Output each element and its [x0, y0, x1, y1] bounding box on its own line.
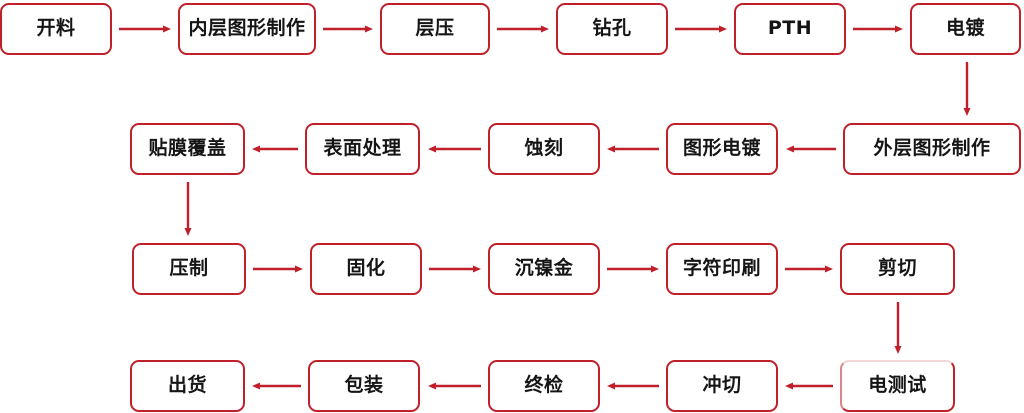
process-node-label: 外层图形制作 — [873, 136, 991, 159]
process-node-label: 图形电镀 — [682, 136, 761, 159]
process-node-n10[interactable]: 图形电镀 — [666, 123, 778, 175]
process-node-n21[interactable]: 电测试 — [840, 360, 955, 412]
process-node-label: 内层图形制作 — [188, 16, 306, 39]
process-node-n3[interactable]: 层压 — [380, 3, 490, 55]
process-node-n14[interactable]: 沉镍金 — [488, 243, 600, 295]
process-node-label: 开料 — [36, 16, 76, 39]
arrow-dianmu-to-waicengtuxingzhizuo — [960, 62, 974, 116]
process-node-label: 沉镍金 — [514, 256, 574, 279]
process-node-label: 电镀 — [945, 16, 985, 39]
arrow-yazhi-to-guhua — [253, 262, 303, 276]
process-node-n12[interactable]: 压制 — [132, 243, 246, 295]
process-node-n7[interactable]: 贴膜覆盖 — [130, 123, 245, 175]
arrow-tiemofugai-to-yazhi — [181, 182, 195, 236]
process-node-label: 出货 — [167, 373, 207, 396]
process-node-label: 字符印刷 — [682, 256, 761, 279]
process-node-label: 终检 — [524, 373, 564, 396]
process-node-n13[interactable]: 固化 — [310, 243, 422, 295]
arrow-waiceng-to-tuxingdianmu — [786, 142, 836, 156]
process-node-label: 剪切 — [877, 256, 917, 279]
arrow-tuxingdianmu-to-shike — [607, 142, 659, 156]
arrow-pth-to-dianmu — [853, 22, 903, 36]
process-node-label: 压制 — [169, 256, 209, 279]
process-node-n11[interactable]: 外层图形制作 — [843, 123, 1021, 175]
process-node-n20[interactable]: 冲切 — [666, 360, 778, 412]
arrow-zifuyinshua-to-jianqie — [785, 262, 833, 276]
arrow-shike-to-biaomianchuli — [428, 142, 481, 156]
process-node-n17[interactable]: 出货 — [130, 360, 245, 412]
arrow-dianceshi-to-chongqie — [785, 379, 833, 393]
process-node-label: 贴膜覆盖 — [148, 136, 227, 159]
process-node-label: 电测试 — [868, 373, 927, 396]
arrow-kailiao-to-neicengtuxingzhizuo — [119, 22, 171, 36]
process-node-n18[interactable]: 包装 — [308, 360, 420, 412]
process-node-label: PTH — [767, 16, 813, 39]
process-node-n19[interactable]: 终检 — [488, 360, 600, 412]
process-node-n16[interactable]: 剪切 — [840, 243, 955, 295]
process-node-n2[interactable]: 内层图形制作 — [178, 3, 316, 55]
arrow-jianqie-to-dianceshi — [891, 302, 905, 354]
process-node-n5[interactable]: PTH — [734, 3, 846, 55]
process-node-n8[interactable]: 表面处理 — [305, 123, 420, 175]
process-node-label: 层压 — [415, 16, 455, 39]
arrow-chongqie-to-zhongjian — [607, 379, 659, 393]
process-node-n15[interactable]: 字符印刷 — [666, 243, 778, 295]
arrow-zuankong-to-pth — [675, 22, 727, 36]
arrow-neicengtuxingzhizuo-to-cengya — [323, 22, 373, 36]
process-node-label: 钻孔 — [592, 16, 632, 39]
process-node-label: 冲切 — [702, 373, 742, 396]
arrow-baozhuang-to-chuhuo — [252, 379, 301, 393]
process-node-n6[interactable]: 电镀 — [910, 3, 1021, 55]
process-node-label: 表面处理 — [323, 136, 402, 159]
arrow-biaomianchuli-to-tiemofugai — [252, 142, 298, 156]
arrow-zhongjian-to-baozhuang — [428, 379, 481, 393]
arrow-chenniejin-to-zifuyinshua — [607, 262, 659, 276]
arrow-guhua-to-chenniejin — [429, 262, 481, 276]
process-node-label: 包装 — [344, 373, 384, 396]
process-node-n9[interactable]: 蚀刻 — [488, 123, 600, 175]
process-node-label: 蚀刻 — [524, 136, 564, 159]
process-node-n4[interactable]: 钻孔 — [556, 3, 668, 55]
arrow-cengya-to-zuankong — [497, 22, 549, 36]
process-node-n1[interactable]: 开料 — [0, 3, 112, 55]
process-node-label: 固化 — [346, 256, 386, 279]
